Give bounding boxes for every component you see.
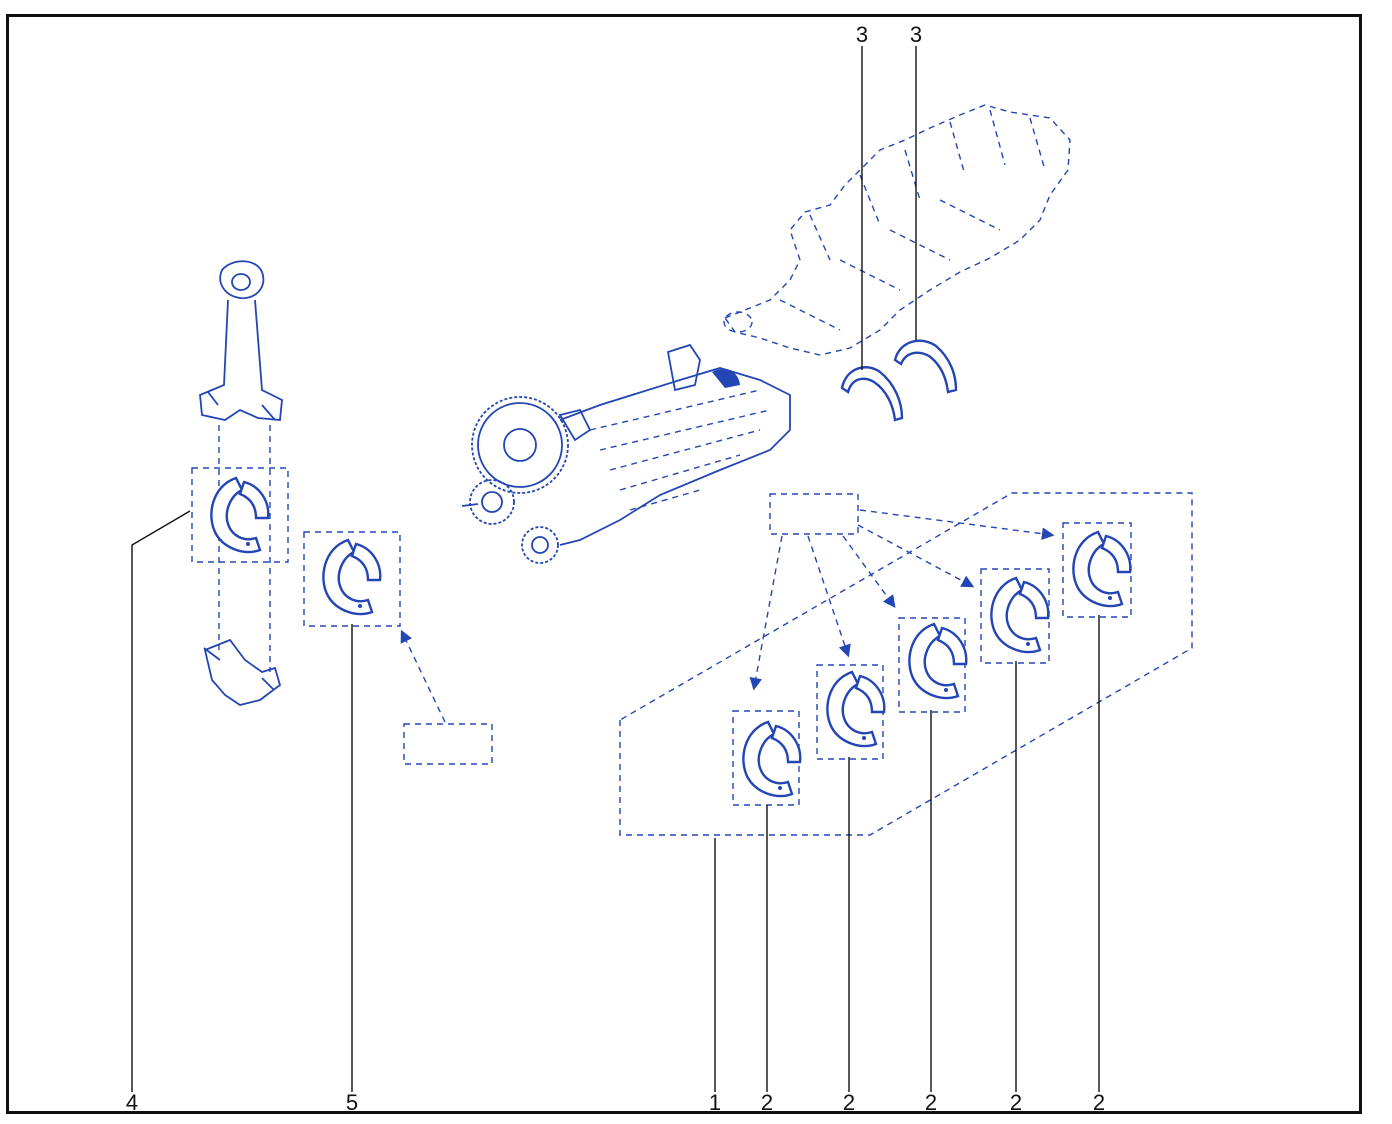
callout-3: 3 [910,22,922,47]
callout-2: 2 [1093,1090,1105,1115]
thrust-washer [840,366,904,422]
diagram-frame [6,14,1362,1114]
reference-arrow [400,629,446,723]
balance-shaft-gear-assembly [461,343,791,564]
leader-lines [131,46,1100,1092]
callout-3: 3 [856,22,868,47]
main-bearing-shell [898,617,968,713]
callout-1: 1 [709,1090,721,1115]
callout-4: 4 [126,1090,138,1115]
main-bearing-shell [732,710,802,806]
callout-2: 2 [925,1090,937,1115]
connecting-rod [199,260,283,706]
main-bearing-group [619,492,1193,836]
rod-bearing-shell [191,467,289,563]
main-bearing-shell [980,568,1050,664]
main-bearing-shell [816,664,886,760]
crankshaft [723,104,1071,356]
rod-bearing-shell [303,531,401,627]
empty-reference-box [403,723,493,765]
callout-2: 2 [843,1090,855,1115]
thrust-washer [893,339,958,394]
callout-5: 5 [346,1090,358,1115]
callout-2: 2 [761,1090,773,1115]
callout-2: 2 [1010,1090,1022,1115]
main-bearing-shell [1062,522,1132,618]
